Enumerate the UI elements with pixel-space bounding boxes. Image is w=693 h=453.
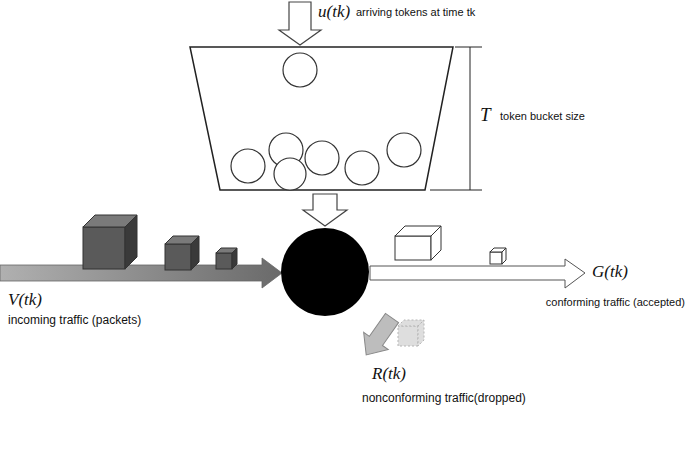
dimension-name: T <box>480 104 491 126</box>
signal-name: R(tk) <box>372 364 406 384</box>
dropped-packet <box>398 320 424 346</box>
signal-name: u(tk) <box>318 2 350 22</box>
incoming-arrow <box>0 258 282 288</box>
incoming-packets <box>83 215 237 270</box>
policer-circle <box>281 228 369 316</box>
token-bucket <box>190 47 453 190</box>
conforming-arrow <box>370 259 585 288</box>
token-circles <box>231 53 421 190</box>
conforming-packets <box>395 226 506 264</box>
token-feed-arrow <box>303 194 347 226</box>
token-arrival-arrow <box>279 2 321 45</box>
signal-name: G(tk) <box>592 262 628 282</box>
description-label: conforming traffic (accepted) <box>546 296 685 309</box>
bucket-size-dimension <box>430 47 482 190</box>
description-label: nonconforming traffic(dropped) <box>362 392 526 406</box>
description-label: arriving tokens at time tk <box>356 6 475 19</box>
description-label: incoming traffic (packets) <box>8 314 141 328</box>
description-label: token bucket size <box>500 110 585 123</box>
signal-name: V(tk) <box>8 290 42 310</box>
dropped-arrow <box>354 309 404 363</box>
